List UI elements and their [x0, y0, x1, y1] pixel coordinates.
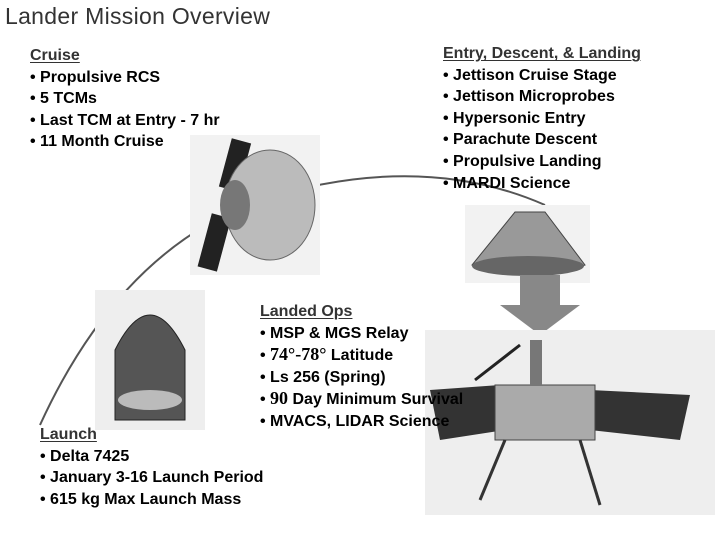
landed-ops-header: Landed Ops: [260, 303, 353, 320]
list-item: Hypersonic Entry: [443, 108, 641, 130]
list-item: MARDI Science: [443, 173, 641, 195]
cruise-header: Cruise: [30, 47, 80, 64]
slide-title: Lander Mission Overview: [5, 3, 271, 29]
list-item: MSP & MGS Relay: [260, 323, 463, 345]
launch-header: Launch: [40, 426, 97, 443]
list-item: Jettison Cruise Stage: [443, 65, 641, 87]
edl-section: Entry, Descent, & Landing Jettison Cruis…: [443, 43, 641, 194]
list-item: MVACS, LIDAR Science: [260, 411, 463, 433]
cruise-section: Cruise Propulsive RCS 5 TCMs Last TCM at…: [30, 45, 220, 153]
list-item: 5 TCMs: [30, 88, 220, 110]
launch-section: Launch Delta 7425 January 3-16 Launch Pe…: [40, 424, 263, 510]
list-item: Propulsive RCS: [30, 67, 220, 89]
list-item: Parachute Descent: [443, 129, 641, 151]
list-item: Jettison Microprobes: [443, 86, 641, 108]
cruise-spacecraft-image: [190, 135, 320, 275]
landed-ops-section: Landed Ops MSP & MGS Relay 74°-78° Latit…: [260, 301, 463, 433]
list-item: Delta 7425: [40, 446, 263, 468]
list-item: 90 Day Minimum Survival: [260, 388, 463, 411]
descent-arrow: [500, 275, 580, 335]
list-item: Propulsive Landing: [443, 151, 641, 173]
latitude-label: Latitude: [330, 347, 394, 365]
list-item: 615 kg Max Launch Mass: [40, 489, 263, 511]
list-item: Last TCM at Entry - 7 hr: [30, 110, 220, 132]
entry-aeroshell-image: [465, 205, 590, 283]
list-item: January 3-16 Launch Period: [40, 467, 263, 489]
list-item: 11 Month Cruise: [30, 131, 220, 153]
survival-days: 90: [270, 388, 289, 409]
launch-fairing-image: [95, 290, 205, 430]
latitude-range: 74°-78°: [270, 344, 327, 365]
survival-label: Day Minimum Survival: [292, 391, 464, 409]
edl-header: Entry, Descent, & Landing: [443, 45, 641, 62]
list-item: Ls 256 (Spring): [260, 367, 463, 389]
list-item: 74°-78° Latitude: [260, 344, 463, 367]
lander-image: [425, 330, 715, 515]
